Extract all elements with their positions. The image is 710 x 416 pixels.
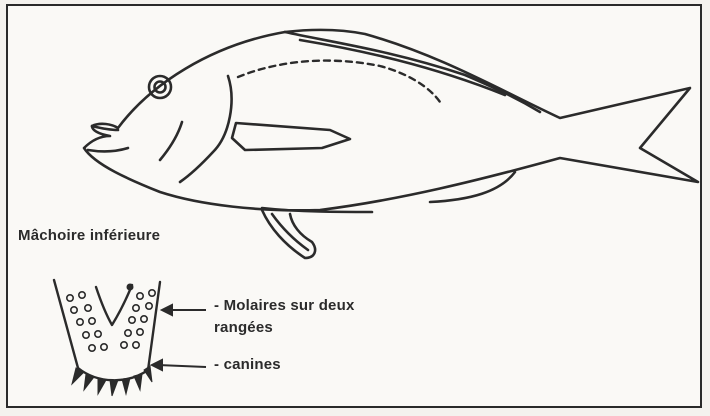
- canines-teeth: [72, 366, 152, 396]
- canines-label: - canines: [214, 356, 281, 373]
- fish-body-outline: [84, 30, 698, 211]
- molar-filled: [127, 284, 134, 291]
- molars-label-line2: rangées: [214, 319, 273, 336]
- jaw-inner-v: [96, 285, 132, 325]
- fish-preopercle: [160, 122, 182, 160]
- jaw-outline-left: [54, 280, 78, 368]
- fish-gill-cover: [180, 76, 232, 182]
- molars: [67, 290, 155, 351]
- jaw-title: Mâchoire inférieure: [18, 227, 160, 244]
- pointer-arrows: [152, 305, 206, 370]
- fish-chin: [88, 148, 128, 151]
- fish-pectoral-fin: [232, 123, 350, 150]
- fish-belly-line: [262, 208, 372, 212]
- fish-dorsal-fin-inner: [300, 40, 505, 95]
- molars-label-line1: - Molaires sur deux: [214, 297, 355, 314]
- fish-pelvic-fin-inner: [272, 214, 308, 250]
- fish-lateral-line: [238, 61, 440, 102]
